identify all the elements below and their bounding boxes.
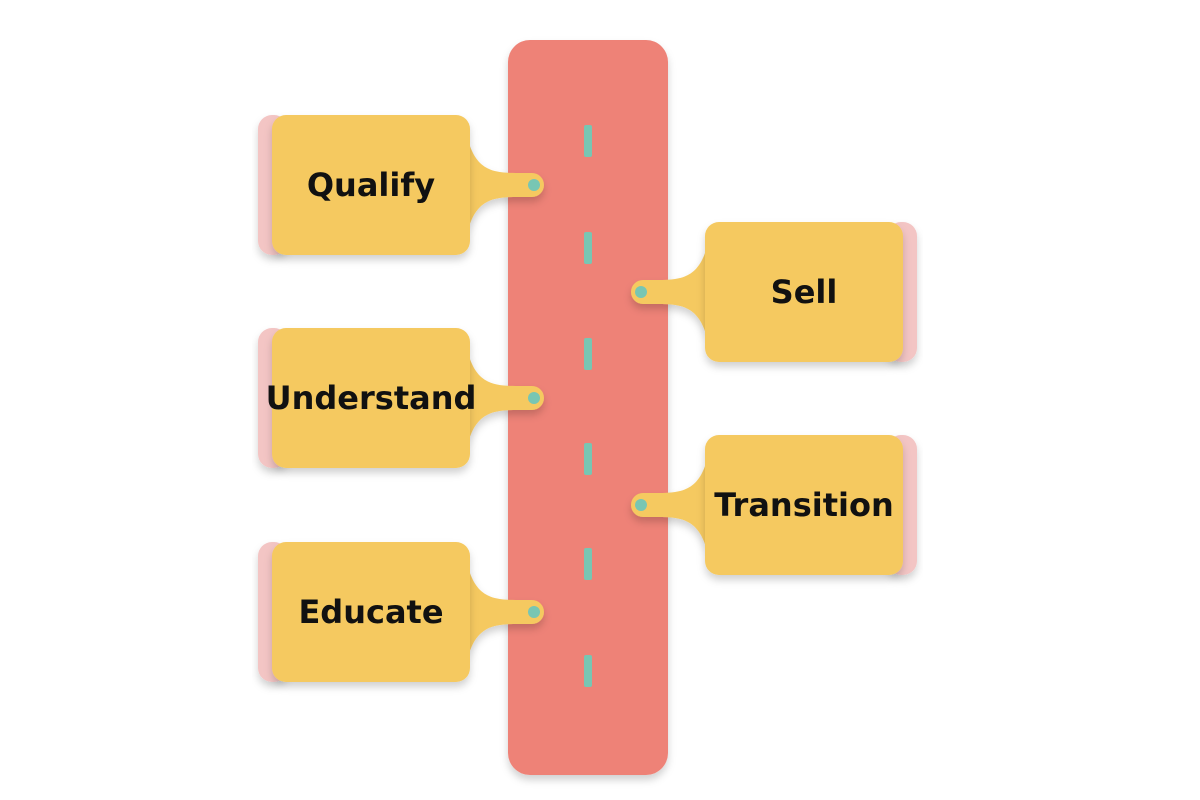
pin-dot [528,606,540,618]
card-body [272,115,470,255]
step-card-understand [258,328,544,468]
pin-dot [528,392,540,404]
card-connector [468,140,544,230]
step-card-educate [258,542,544,682]
lane-dash [584,655,592,687]
lane-dash [584,548,592,580]
card-body [705,222,903,362]
pin-dot [635,286,647,298]
lane-dash [584,232,592,264]
lane-dash [584,338,592,370]
card-connector [631,247,707,337]
step-card-qualify [258,115,544,255]
lane-dash [584,125,592,157]
road [508,40,668,775]
card-connector [468,353,544,443]
pin-dot [528,179,540,191]
lane-dash [584,443,592,475]
step-card-transition [631,435,917,575]
step-card-sell [631,222,917,362]
card-body [705,435,903,575]
card-connector [631,460,707,550]
card-connector [468,567,544,657]
card-body [272,542,470,682]
card-body [272,328,470,468]
pin-dot [635,499,647,511]
